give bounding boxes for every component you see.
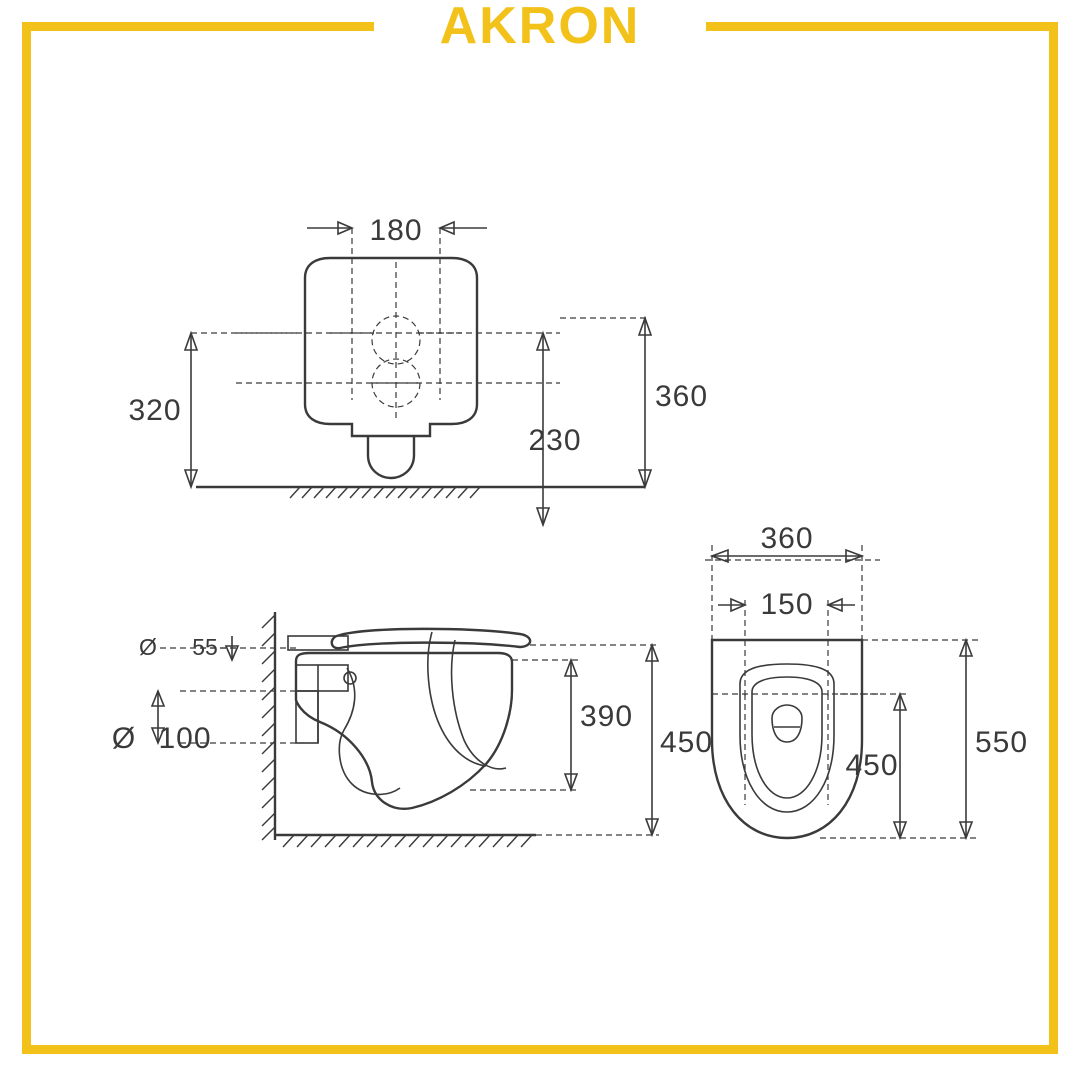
dim-label-230: 230 bbox=[528, 424, 581, 457]
dim-label-360-top: 360 bbox=[760, 522, 813, 555]
dim-label-180: 180 bbox=[369, 214, 422, 247]
dim-side-100: Ø 100 bbox=[112, 688, 211, 755]
dim-top-550: 550 bbox=[958, 637, 1028, 841]
frame-bottom-segment bbox=[22, 1045, 1058, 1054]
dim-label-390: 390 bbox=[580, 700, 633, 733]
frame-right-segment bbox=[1049, 22, 1058, 1054]
dim-label-450-side: 450 bbox=[660, 726, 713, 759]
frame-left-segment bbox=[22, 22, 31, 1054]
dim-label-450-top: 450 bbox=[845, 749, 898, 782]
dim-top-450: 450 bbox=[840, 691, 908, 841]
dim-top-360: 360 bbox=[709, 522, 865, 640]
dim-side-450: 450 bbox=[530, 642, 713, 838]
dim-label-320: 320 bbox=[128, 394, 181, 427]
dim-front-180: 180 bbox=[307, 214, 487, 247]
dim-label-360-front: 360 bbox=[655, 380, 708, 413]
dim-label-550: 550 bbox=[975, 726, 1028, 759]
dim-top-150: 150 bbox=[718, 588, 855, 621]
dim-side-390: 390 bbox=[470, 657, 633, 793]
wall-hatching bbox=[261, 614, 276, 841]
front-floor-hatching bbox=[289, 486, 481, 499]
dim-label-100: 100 bbox=[158, 722, 211, 755]
dim-front-320: 320 bbox=[128, 330, 300, 490]
dim-label-150: 150 bbox=[760, 588, 813, 621]
bolt-marks bbox=[330, 315, 462, 408]
brand-wordmark: AKRON bbox=[425, 0, 655, 52]
frame-top-left-segment bbox=[22, 22, 374, 31]
top-view-group: 360 150 450 bbox=[705, 522, 1028, 841]
side-section-view-group: Ø 55 Ø 100 390 bbox=[112, 612, 713, 848]
dim-label-diameter-100-prefix: Ø bbox=[112, 722, 136, 755]
frame-top-right-segment bbox=[706, 22, 1058, 31]
dim-label-55: 55 bbox=[192, 634, 218, 660]
side-floor-hatching bbox=[282, 834, 533, 848]
dim-side-55: Ø 55 bbox=[139, 634, 240, 663]
front-view-group: 180 320 230 bbox=[128, 214, 708, 528]
dim-front-360: 360 bbox=[560, 315, 708, 490]
dim-label-diameter-55-prefix: Ø bbox=[139, 634, 157, 660]
dim-front-230: 230 bbox=[528, 330, 581, 528]
